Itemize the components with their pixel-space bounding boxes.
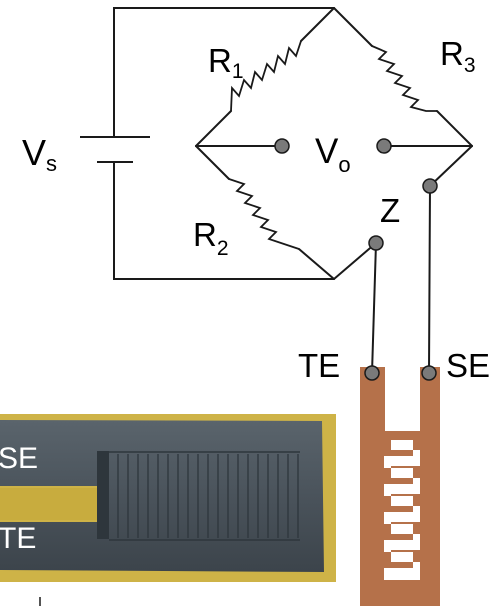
battery-symbol xyxy=(80,136,150,163)
label-r3: R3 xyxy=(440,35,476,77)
resistor-r2 xyxy=(228,178,300,250)
z-left-terminal xyxy=(368,235,384,251)
wire-top-to-r3 xyxy=(333,7,373,47)
photo-label-te: TE xyxy=(0,522,36,555)
resistor-r1 xyxy=(230,40,302,112)
wire-right-to-z xyxy=(429,145,473,187)
photo-comb xyxy=(117,454,299,538)
label-vs: Vs xyxy=(22,132,57,176)
wire-z-to-te xyxy=(371,242,377,374)
sensor-trace xyxy=(360,367,440,606)
sensor-se-pad xyxy=(421,365,437,381)
label-r1: R1 xyxy=(208,42,244,83)
photo-gap-slot xyxy=(97,451,109,539)
wire-r3-to-right xyxy=(436,110,473,147)
circuit-wires xyxy=(113,7,473,374)
label-se: SE xyxy=(446,347,490,384)
wire-r1-to-left xyxy=(195,110,232,147)
vo-right-terminal xyxy=(376,138,392,154)
sensor-te-pad xyxy=(364,365,380,381)
photo-gap xyxy=(0,488,97,520)
z-right-terminal xyxy=(422,178,438,194)
wire-top-to-r1 xyxy=(300,7,335,42)
wire-left-to-r2 xyxy=(195,145,230,180)
wire-z-to-se xyxy=(428,185,431,374)
source-top-wire xyxy=(113,7,335,138)
sensor-element xyxy=(360,365,440,606)
wire-bottom-to-z xyxy=(333,242,377,280)
photo-electrode xyxy=(0,420,324,572)
label-te: TE xyxy=(298,347,340,384)
wire-r2-to-bottom xyxy=(298,248,335,280)
resistor-r3 xyxy=(371,45,437,112)
sensor-photo: SE TE xyxy=(0,414,336,582)
source-bottom-wire xyxy=(113,161,335,280)
vo-left-terminal xyxy=(274,138,290,154)
photo-label-se: SE xyxy=(0,442,38,475)
label-vo: Vo xyxy=(315,132,351,177)
label-z: Z xyxy=(380,192,400,229)
label-r2: R2 xyxy=(193,216,229,260)
